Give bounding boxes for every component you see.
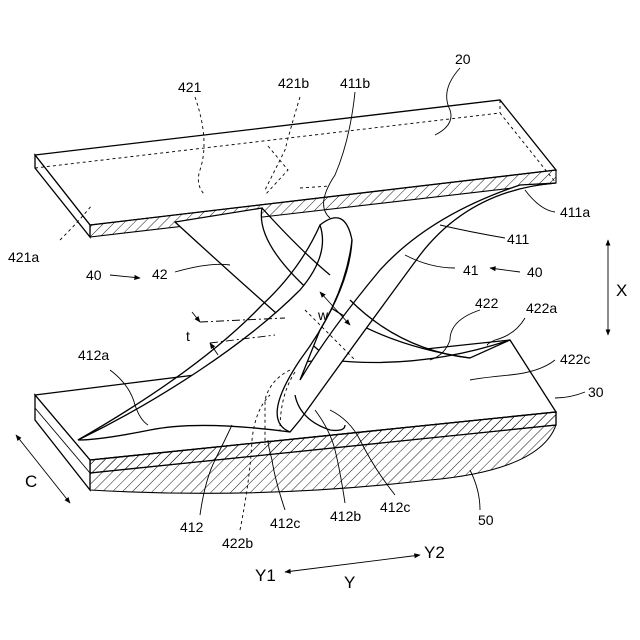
label-412c-right: 412c (380, 499, 410, 515)
label-411b: 411b (340, 75, 370, 91)
label-30: 30 (588, 384, 604, 400)
label-Y: Y (344, 573, 355, 592)
label-X: X (616, 281, 627, 300)
label-421b: 421b (278, 75, 309, 91)
label-422c: 422c (560, 351, 590, 367)
label-C: C (25, 472, 37, 491)
label-40-left: 40 (86, 267, 102, 283)
label-412a: 412a (78, 347, 109, 363)
label-412b: 412b (330, 508, 361, 524)
label-20: 20 (455, 51, 471, 67)
label-Y2: Y2 (424, 543, 445, 562)
label-w: w (317, 307, 329, 323)
label-412c-left: 412c (270, 515, 300, 531)
label-40-right: 40 (527, 264, 543, 280)
label-41: 41 (463, 262, 479, 278)
label-411: 411 (507, 231, 530, 247)
label-412: 412 (180, 519, 204, 535)
label-50: 50 (478, 512, 494, 528)
label-421: 421 (178, 79, 202, 95)
y-axis-arrow (285, 555, 420, 572)
label-Y1: Y1 (255, 566, 276, 585)
label-421a: 421a (8, 249, 39, 265)
label-422: 422 (475, 295, 499, 311)
label-t: t (186, 328, 190, 344)
label-422a: 422a (526, 300, 557, 316)
label-422b: 422b (222, 535, 253, 551)
label-42: 42 (152, 266, 168, 282)
label-411a: 411a (560, 204, 590, 220)
upper-plate (35, 100, 556, 237)
